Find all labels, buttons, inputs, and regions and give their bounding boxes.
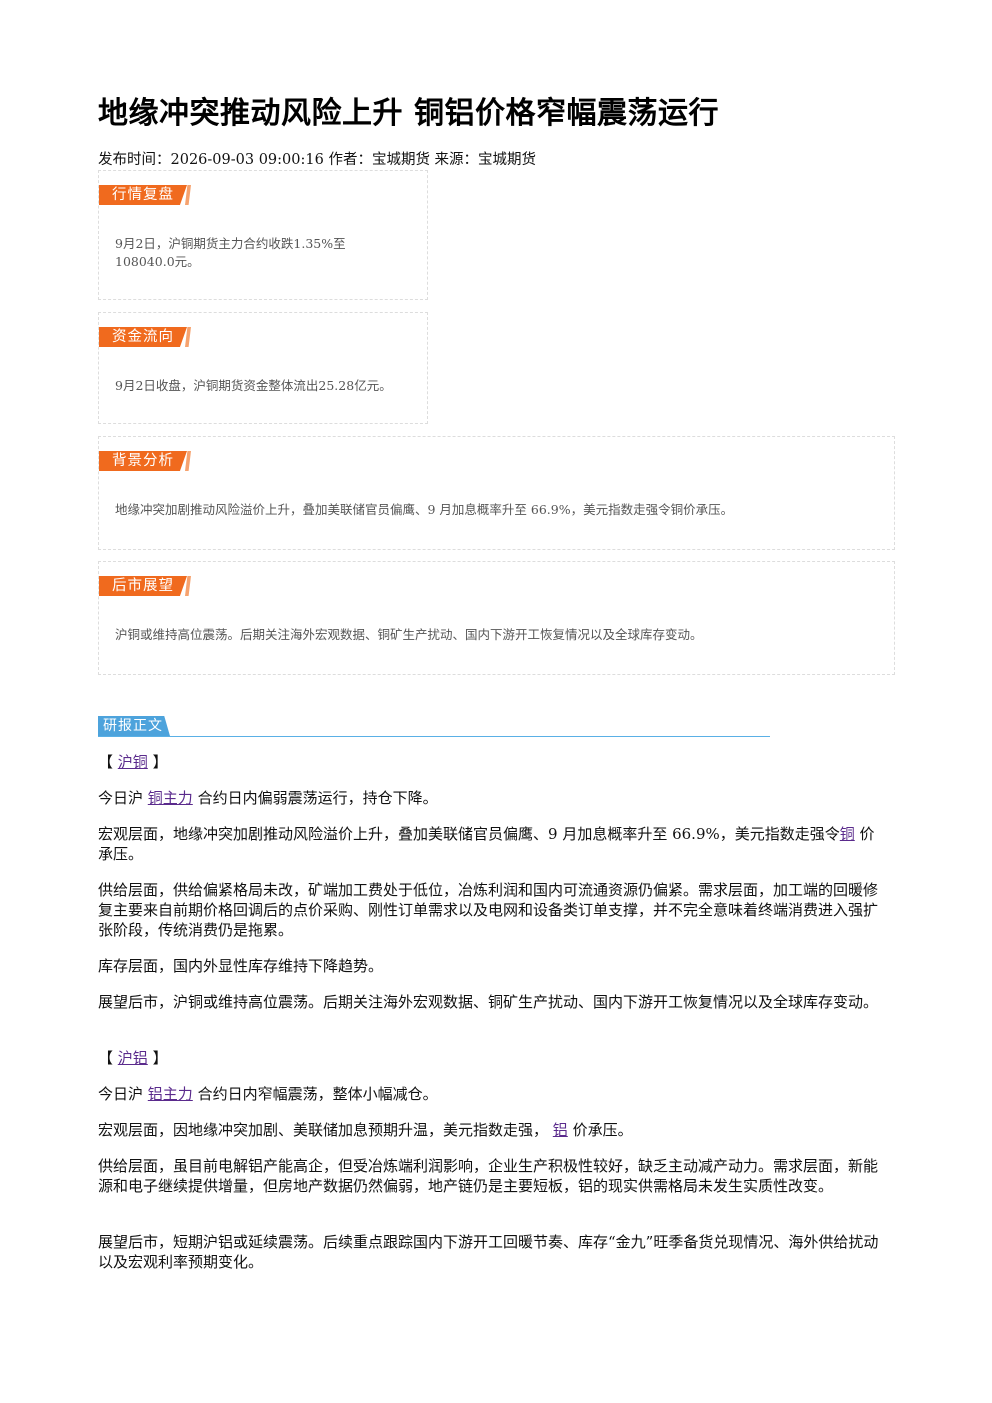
background-tag-label: 背景分析 <box>99 451 187 471</box>
aluminum-price-link[interactable]: 铝 <box>552 1121 568 1139</box>
tag-tail <box>185 185 191 205</box>
bracket-close: 】 <box>147 753 168 771</box>
fund-flow-box: 资金流向 9月2日收盘，沪铜期货资金整体流出25.28亿元。 <box>98 312 428 424</box>
outlook-text: 沪铜或维持高位震荡。后期关注海外宏观数据、铜矿生产扰动、国内下游开工恢复情况以及… <box>115 627 703 642</box>
copper-para-5: 展望后市，沪铜或维持高位震荡。后期关注海外宏观数据、铜矿生产扰动、国内下游开工恢… <box>98 993 879 1011</box>
fund-flow-tag-label: 资金流向 <box>99 327 187 347</box>
copper-p2-pre: 宏观层面，地缘冲突加剧推动风险溢价上升，叠加美联储官员偏鹰、9 月加息概率升至 … <box>98 825 840 843</box>
report-section-header: 研报正文 <box>98 714 770 737</box>
market-review-box: 行情复盘 9月2日，沪铜期货主力合约收跌1.35%至 108040.0元。 <box>98 170 428 300</box>
copper-para-4: 库存层面，国内外显性库存维持下降趋势。 <box>98 957 384 975</box>
aluminum-para-2: 宏观层面，因地缘冲突加剧、美联储加息预期升温，美元指数走强， 铝 价承压。 <box>98 1120 888 1140</box>
aluminum-p1-post: 合约日内窄幅震荡，整体小幅减仓。 <box>192 1085 438 1103</box>
tag-tail <box>185 576 191 596</box>
bracket-close: 】 <box>147 1049 168 1067</box>
bracket-open: 【 <box>98 753 118 771</box>
copper-price-link[interactable]: 铜 <box>839 825 855 843</box>
copper-para-1: 今日沪 铜主力 合约日内偏弱震荡运行，持仓下降。 <box>98 788 888 808</box>
aluminum-p1-pre: 今日沪 <box>98 1085 148 1103</box>
copper-p1-post: 合约日内偏弱震荡运行，持仓下降。 <box>192 789 438 807</box>
aluminum-p2-pre: 宏观层面，因地缘冲突加剧、美联储加息预期升温，美元指数走强， <box>98 1121 553 1139</box>
fund-flow-text: 9月2日收盘，沪铜期货资金整体流出25.28亿元。 <box>115 378 392 393</box>
background-tag: 背景分析 <box>99 451 195 471</box>
bracket-open: 【 <box>98 1049 118 1067</box>
aluminum-para-4: 展望后市，短期沪铝或延续震荡。后续重点跟踪国内下游开工回暖节奏、库存“金九”旺季… <box>98 1233 879 1271</box>
aluminum-main-link[interactable]: 铝主力 <box>147 1085 193 1103</box>
tag-tail <box>185 451 191 471</box>
outlook-tag: 后市展望 <box>99 576 195 596</box>
background-box: 背景分析 地缘冲突加剧推动风险溢价上升，叠加美联储官员偏鹰、9 月加息概率升至 … <box>98 436 895 550</box>
market-review-line2: 108040.0元。 <box>115 254 200 269</box>
copper-main-link[interactable]: 铜主力 <box>147 789 193 807</box>
copper-para-2: 宏观层面，地缘冲突加剧推动风险溢价上升，叠加美联储官员偏鹰、9 月加息概率升至 … <box>98 824 888 864</box>
copper-para-3: 供给层面，供给偏紧格局未改，矿端加工费处于低位，冶炼利润和国内可流通资源仍偏紧。… <box>98 881 879 939</box>
page-title: 地缘冲突推动风险上升 铜铝价格窄幅震荡运行 <box>98 96 719 131</box>
copper-p2-post: 价承压。 <box>98 825 875 863</box>
market-review-line1: 9月2日，沪铜期货主力合约收跌1.35%至 <box>115 236 346 251</box>
aluminum-heading: 【 沪铝 】 <box>98 1048 888 1068</box>
report-section-label: 研报正文 <box>98 716 170 736</box>
publish-meta: 发布时间：2026-09-03 09:00:16 作者：宝城期货 来源：宝城期货 <box>98 152 537 168</box>
aluminum-link[interactable]: 沪铝 <box>117 1049 148 1067</box>
background-text: 地缘冲突加剧推动风险溢价上升，叠加美联储官员偏鹰、9 月加息概率升至 66.9%… <box>115 502 734 517</box>
market-review-text: 9月2日，沪铜期货主力合约收跌1.35%至 108040.0元。 <box>115 235 346 271</box>
market-review-tag: 行情复盘 <box>99 185 195 205</box>
aluminum-para-1: 今日沪 铝主力 合约日内窄幅震荡，整体小幅减仓。 <box>98 1084 888 1104</box>
aluminum-p2-post: 价承压。 <box>567 1121 633 1139</box>
outlook-box: 后市展望 沪铜或维持高位震荡。后期关注海外宏观数据、铜矿生产扰动、国内下游开工恢… <box>98 561 895 675</box>
market-review-tag-label: 行情复盘 <box>99 185 187 205</box>
aluminum-para-3: 供给层面，虽目前电解铝产能高企，但受冶炼端利润影响，企业生产积极性较好，缺乏主动… <box>98 1157 879 1195</box>
copper-heading: 【 沪铜 】 <box>98 752 888 772</box>
copper-link[interactable]: 沪铜 <box>117 753 148 771</box>
tag-tail <box>185 327 191 347</box>
copper-p1-pre: 今日沪 <box>98 789 148 807</box>
fund-flow-tag: 资金流向 <box>99 327 195 347</box>
outlook-tag-label: 后市展望 <box>99 576 187 596</box>
